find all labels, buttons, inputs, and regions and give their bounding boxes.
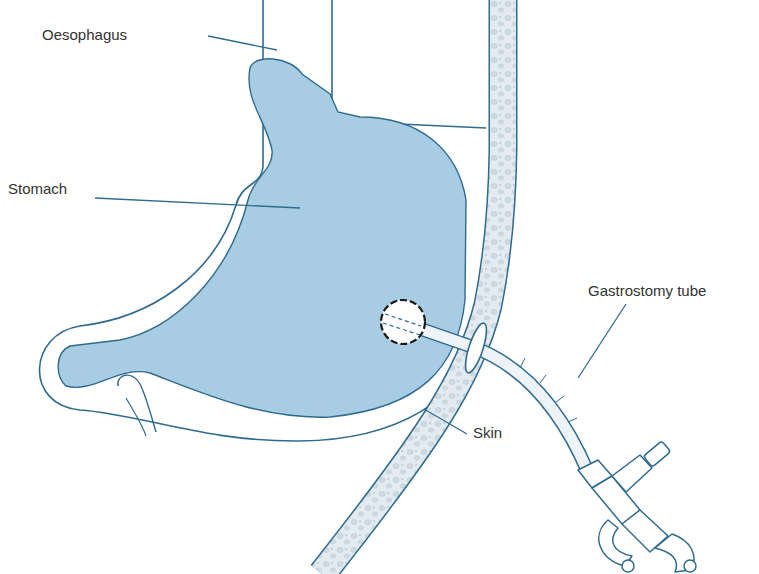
stomach-wall <box>332 0 486 128</box>
part-label: Stomach <box>8 181 67 198</box>
external-flange <box>461 321 490 375</box>
tube-shaft <box>418 328 588 472</box>
skin-layer <box>322 0 503 574</box>
tube-markings <box>520 358 577 422</box>
duodenum-line <box>118 375 156 432</box>
tube-shaft <box>418 328 588 472</box>
part-label: Skin <box>473 425 502 442</box>
stomach-lumen <box>58 59 466 417</box>
stomach-wall <box>39 0 482 441</box>
leader-line <box>95 36 626 434</box>
part-label: Gastrostomy tube <box>588 283 706 300</box>
tube-connector <box>578 441 696 572</box>
retention-balloon <box>381 300 425 344</box>
balloon-inner <box>383 314 421 335</box>
part-label: Oesophagus <box>42 27 127 44</box>
skin-layer <box>322 0 503 574</box>
duodenum-line <box>126 398 146 436</box>
